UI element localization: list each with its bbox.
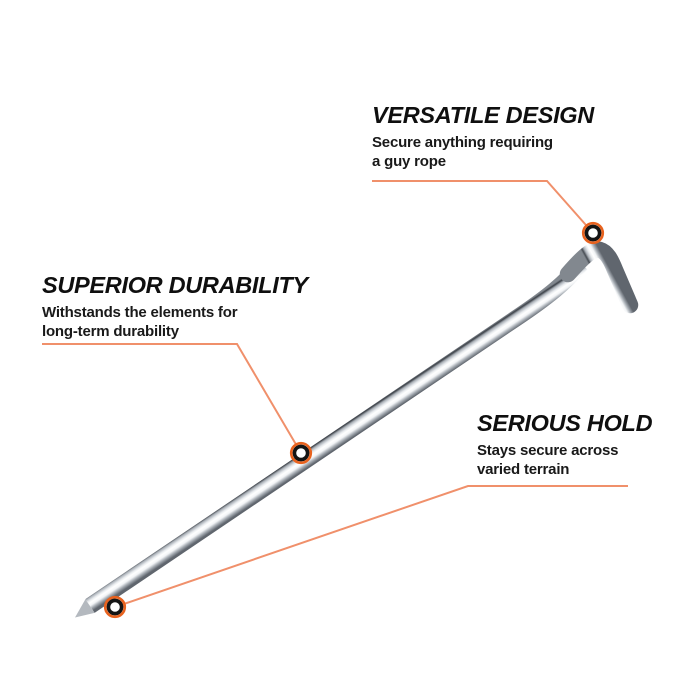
callout-description-line: a guy rope: [372, 153, 446, 170]
callout-line-serious: [114, 485, 628, 608]
callout-title: SUPERIOR DURABILITY: [42, 272, 308, 298]
callout-line-superior: [42, 343, 302, 454]
marker-versatile: [581, 221, 605, 245]
callout-description-line: Secure anything requiring: [372, 134, 553, 151]
peg-tip-bevel: [75, 599, 95, 618]
callout-description-line: varied terrain: [477, 461, 570, 478]
marker-serious: [103, 595, 127, 619]
callout-versatile-design: VERSATILE DESIGN Secure anything requiri…: [372, 102, 594, 171]
callout-description: Withstands the elements for long-term du…: [42, 303, 308, 341]
feature-markers: [103, 221, 605, 619]
peg-hook: [559, 241, 639, 314]
callout-description-line: Stays secure across: [477, 442, 619, 459]
callout-title: SERIOUS HOLD: [477, 410, 653, 436]
callout-serious-hold: SERIOUS HOLD Stays secure across varied …: [477, 410, 653, 479]
tent-peg-illustration: [75, 241, 639, 618]
callout-description-line: long-term durability: [42, 323, 179, 340]
callout-superior-durability: SUPERIOR DURABILITY Withstands the eleme…: [42, 272, 308, 341]
callout-description: Secure anything requiring a guy rope: [372, 133, 594, 171]
callout-lines: [42, 180, 628, 608]
callout-title: VERSATILE DESIGN: [372, 102, 594, 128]
callout-description-line: Withstands the elements for: [42, 304, 238, 321]
marker-superior: [289, 441, 313, 465]
callout-line-versatile: [372, 180, 594, 234]
callout-description: Stays secure across varied terrain: [477, 441, 652, 479]
